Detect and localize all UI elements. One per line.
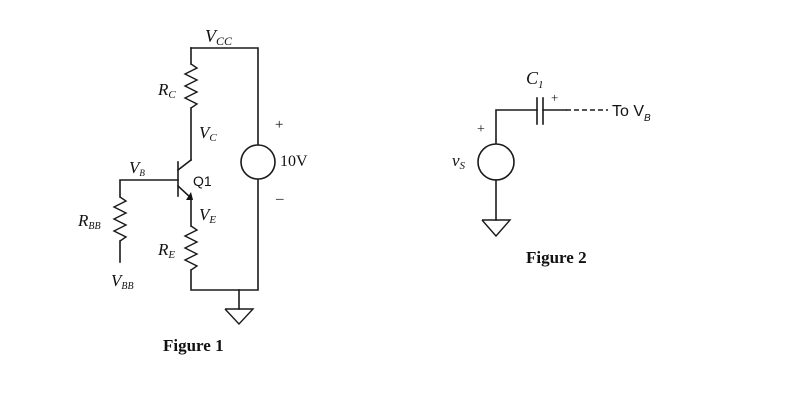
ground-return-wire [190,176,259,291]
figure-2-circuit: C1 + + vS To VB Figure 2 [452,68,651,267]
figure-2-caption: Figure 2 [526,248,587,267]
emitter-arrow-icon [186,192,193,200]
vbb-label: VBB [111,271,134,292]
source-minus-sign: – [275,191,284,207]
source-plus-sign-fig2: + [477,122,485,137]
rbb-label: RBB [77,211,101,232]
c1-label: C1 [526,68,544,91]
ground-icon-fig2 [481,219,512,238]
voltage-source-10v [240,144,276,180]
to-vb-label: To VB [612,103,651,124]
transistor-collector-leg [176,158,193,172]
vc-label: VC [199,123,217,144]
vb-label: VB [129,158,145,178]
rc-label: RC [157,80,176,101]
vs-label: vS [452,151,466,172]
figure-1-circuit: VCC RC VC VB Q1 VE RBB RE VBB 10V + – Fi… [77,26,308,355]
source-value-label: 10V [280,153,308,170]
rbb-resistor [112,196,128,242]
figure-1-caption: Figure 1 [163,336,224,355]
cap-plus-sign: + [551,90,558,105]
q1-label: Q1 [193,173,212,189]
ground-icon [224,308,255,326]
re-label: RE [157,240,175,261]
vcc-label: VCC [205,26,233,48]
re-resistor [183,225,199,271]
source-plus-sign: + [275,117,283,133]
base-wire [119,179,179,198]
vcc-top-wire [190,47,259,148]
signal-source-vs [477,143,515,181]
source-to-cap-wire [495,109,538,145]
ve-label: VE [199,205,216,226]
rc-resistor [183,63,199,109]
